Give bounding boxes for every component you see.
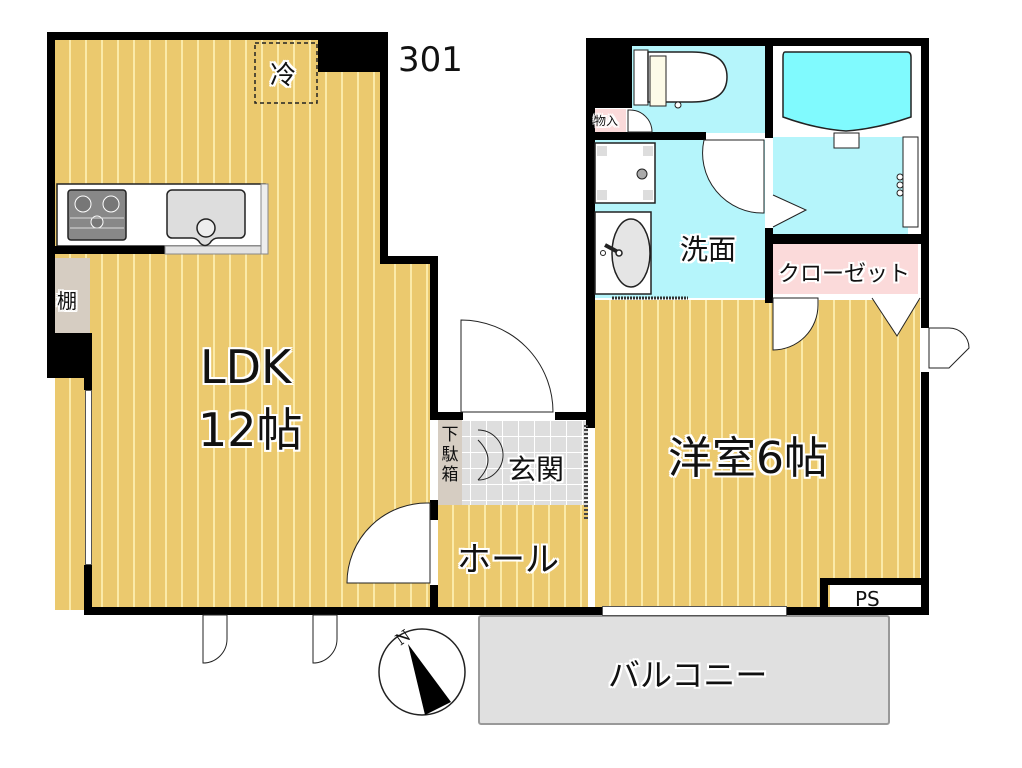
window-ldk-left bbox=[85, 390, 92, 565]
ldk-floor bbox=[55, 40, 385, 610]
storage-label: 物入 bbox=[594, 114, 619, 128]
entrance-floor bbox=[438, 420, 588, 505]
wall-left-bottom bbox=[84, 565, 92, 615]
western-room-floor bbox=[595, 300, 920, 610]
wall-right-lower bbox=[921, 372, 929, 615]
shoe-box-label: 下 駄 箱 bbox=[440, 425, 460, 485]
shelf-label: 棚 bbox=[57, 289, 77, 313]
sink-icon bbox=[166, 189, 246, 247]
toilet-icon bbox=[633, 49, 728, 109]
refrigerator-space bbox=[254, 42, 318, 104]
wall-ldk-step bbox=[380, 256, 438, 264]
wall-ps bbox=[820, 578, 921, 585]
shoe-box bbox=[438, 420, 462, 505]
wall-ldk-right bbox=[430, 256, 438, 418]
ldk-size: 12帖 bbox=[198, 403, 303, 457]
wall-bath-left bbox=[765, 38, 773, 138]
hall-floor bbox=[438, 505, 588, 610]
ldk-name: LDK bbox=[200, 340, 292, 394]
western-room-label: 洋室6帖 bbox=[668, 433, 828, 484]
wall-mid-vertical bbox=[586, 38, 595, 428]
wall-toilet-bottom bbox=[586, 132, 706, 140]
wall-left-upper bbox=[47, 32, 55, 377]
wall-entrance-top bbox=[430, 412, 463, 420]
wall-ldk-hall-lower bbox=[430, 585, 438, 615]
unit-number: 301 bbox=[398, 40, 463, 80]
compass-icon bbox=[378, 628, 466, 716]
entrance-label: 玄関 bbox=[508, 453, 565, 486]
shoe-box-char: 箱 bbox=[441, 465, 459, 485]
shelf bbox=[55, 258, 90, 333]
closet-label: クローゼット bbox=[778, 262, 911, 287]
shoe-box-char: 駄 bbox=[441, 445, 459, 465]
ps-box bbox=[830, 585, 920, 610]
refrigerator-label: 冷 bbox=[270, 61, 297, 91]
wall-corner-block bbox=[318, 32, 388, 72]
wall-top-ldk bbox=[47, 32, 388, 40]
wash-basin-icon bbox=[594, 211, 652, 295]
shoe-box-char: 下 bbox=[441, 425, 459, 445]
wall-ps-left bbox=[820, 578, 828, 610]
stove-icon bbox=[67, 189, 127, 241]
wall-toilet-left bbox=[586, 38, 632, 108]
balcony-floor bbox=[478, 615, 890, 725]
wall-bottom bbox=[84, 607, 929, 615]
wall-right bbox=[921, 38, 929, 328]
wall-ldk-hall bbox=[430, 500, 438, 520]
bathtub-icon bbox=[782, 51, 919, 228]
wall-left-block bbox=[47, 333, 92, 378]
storage-box bbox=[594, 109, 626, 133]
wall-top-right bbox=[586, 38, 929, 46]
closet-floor bbox=[773, 244, 918, 294]
wall-left-lower bbox=[84, 378, 92, 390]
wall-entrance-top-r bbox=[555, 412, 590, 420]
wall-ldk-right-upper bbox=[380, 32, 388, 264]
balcony-label: バルコニー bbox=[608, 656, 768, 694]
window-western-bottom bbox=[602, 606, 787, 616]
wall-bath-left-lower bbox=[765, 228, 773, 303]
hall-label: ホール bbox=[457, 540, 559, 580]
bath-floor bbox=[773, 137, 908, 234]
ps-label: PS bbox=[855, 587, 880, 611]
washroom-label: 洗面 bbox=[680, 233, 737, 266]
wall-bath-bottom bbox=[765, 234, 929, 244]
washing-machine-icon bbox=[594, 142, 656, 204]
